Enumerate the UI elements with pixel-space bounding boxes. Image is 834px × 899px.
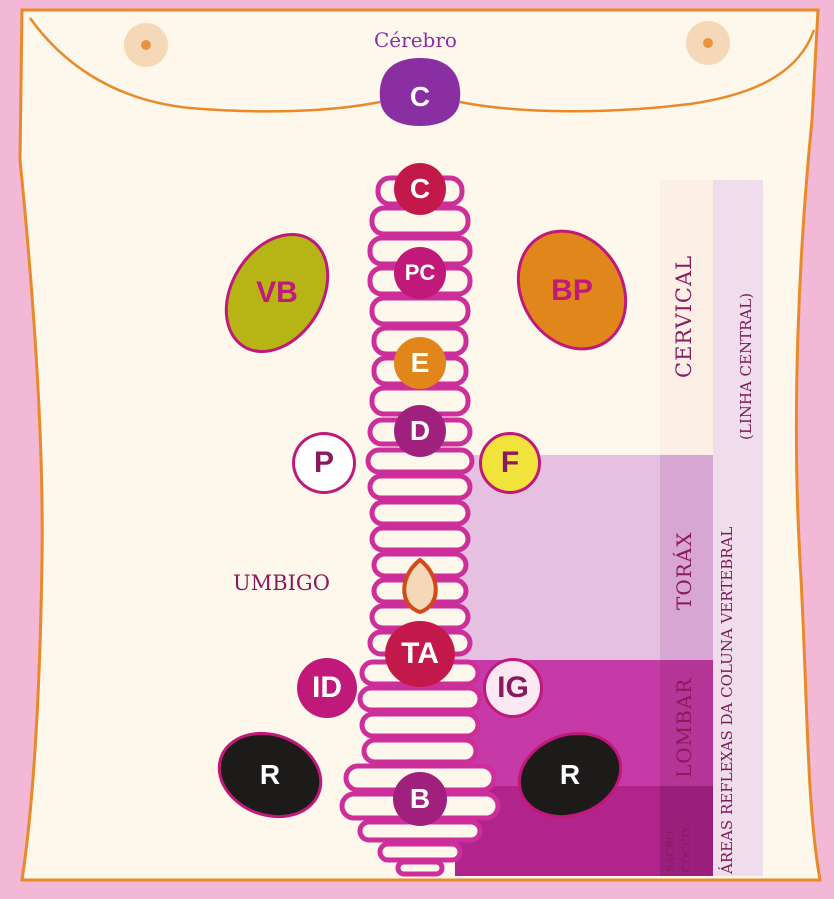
zone-thorax-label: TORÁX — [672, 532, 696, 610]
navel-label: UMBIGO — [233, 571, 330, 595]
id-marker: ID — [297, 658, 357, 718]
r-left-label: R — [245, 752, 295, 798]
brain-label: Cérebro — [374, 28, 457, 52]
b-marker: B — [393, 772, 447, 826]
p-marker: P — [292, 432, 356, 494]
zone-title-line2: (LINHA CENTRAL) — [737, 293, 755, 440]
ig-marker: IG — [483, 658, 543, 718]
brain-c-marker: C — [397, 74, 443, 120]
vb-label: VB — [237, 268, 317, 318]
d-marker: D — [394, 405, 446, 457]
pc-marker: PC — [394, 247, 446, 299]
f-marker: F — [479, 432, 541, 494]
zone-cervical-label: CERVICAL — [672, 255, 696, 378]
r-right-label: R — [545, 752, 595, 798]
ta-marker: TA — [385, 621, 455, 687]
zone-title-line1: ÁREAS REFLEXAS DA COLUNA VERTEBRAL — [718, 527, 736, 874]
bp-label: BP — [532, 266, 612, 316]
zone-sacro-label-1: SACRO — [664, 831, 677, 872]
zone-lumbar-label: LOMBAR — [672, 678, 696, 778]
e-marker: E — [394, 337, 446, 389]
zone-sacro-label-2: CÓCCIX — [680, 826, 693, 872]
spine-c-marker: C — [394, 163, 446, 215]
